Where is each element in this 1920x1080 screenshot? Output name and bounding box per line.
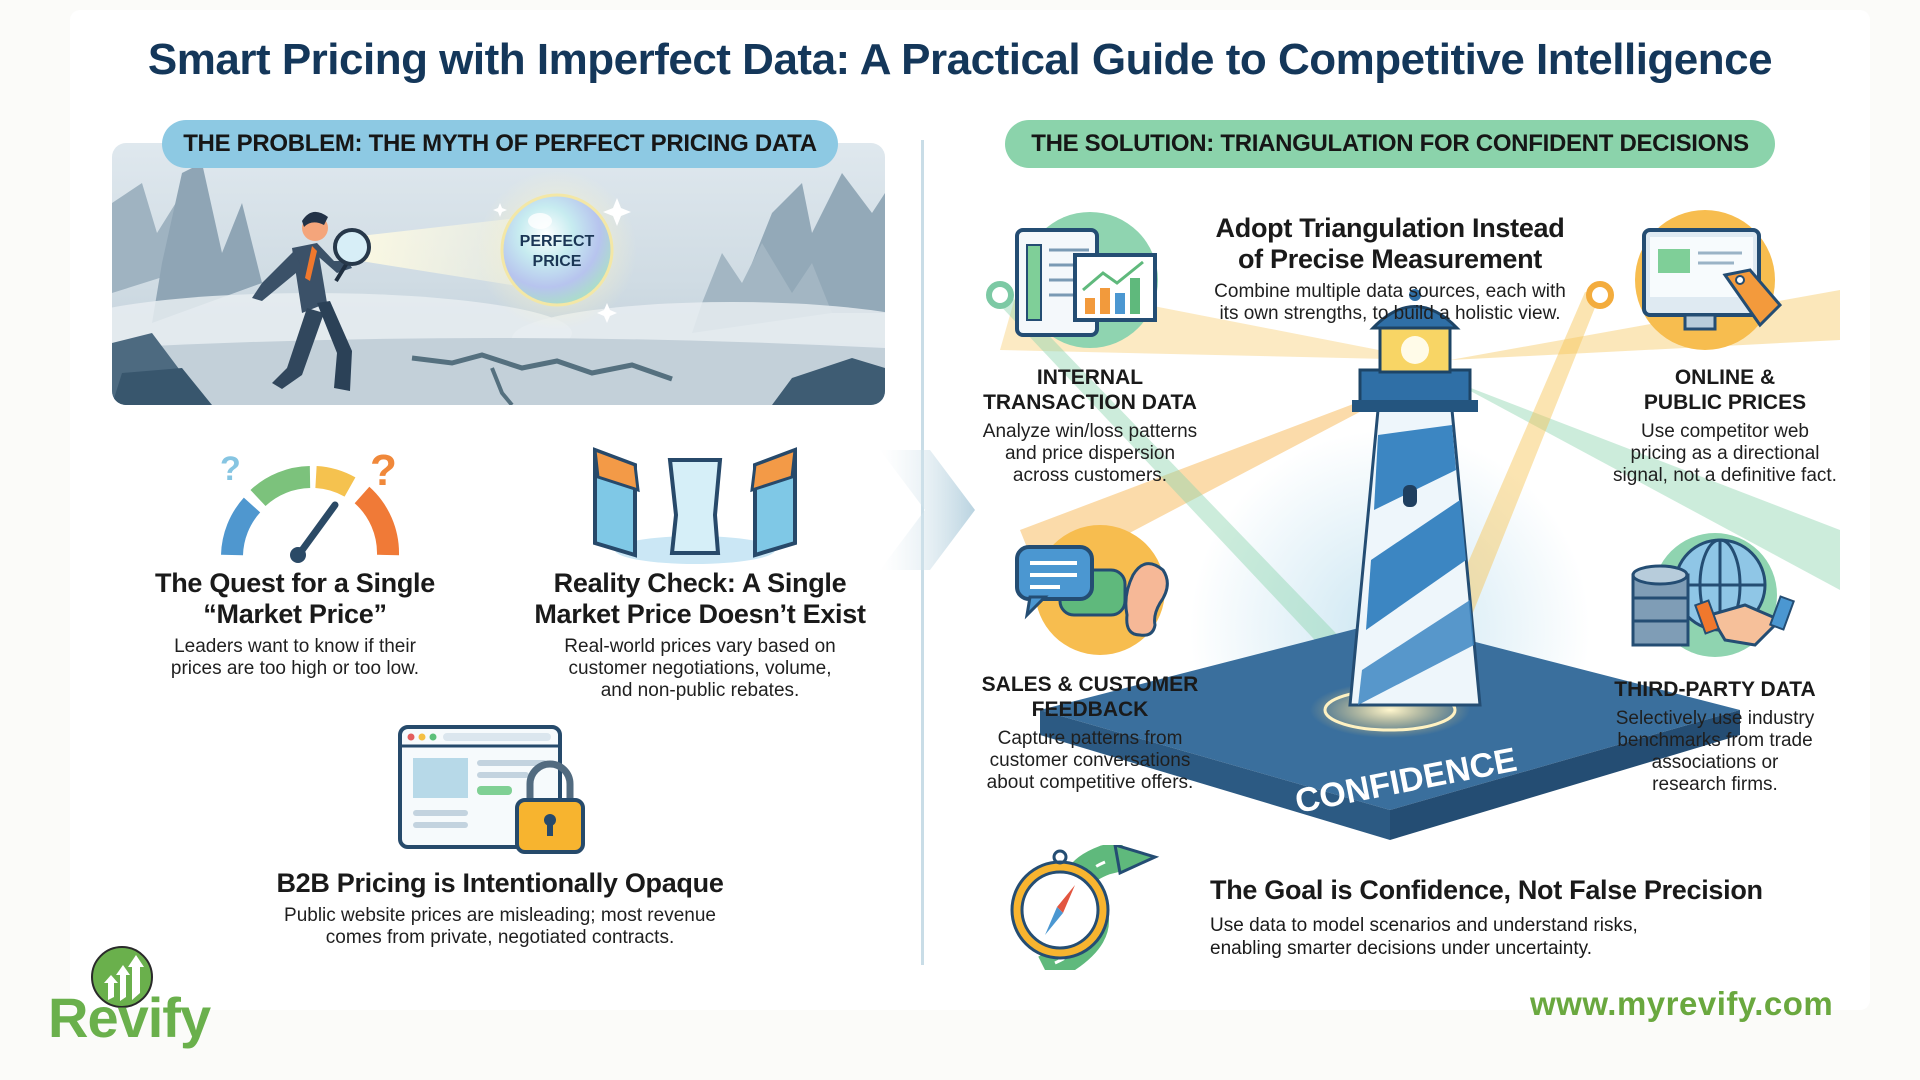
report-chart-icon	[1015, 212, 1158, 348]
website-url-link[interactable]: www.myrevify.com	[1530, 985, 1834, 1022]
foggy-landscape-scene: PERFECT PRICE	[112, 163, 885, 405]
fragmented-storefronts-icon	[593, 447, 797, 564]
orb-label-line1: PERFECT	[520, 233, 595, 250]
chat-ear-icon	[1015, 525, 1169, 655]
quest-single-market-price-block: The Quest for a Single“Market Price” Lea…	[120, 568, 470, 680]
third-party-data-block: THIRD-PARTY DATA Selectively use industr…	[1590, 677, 1840, 796]
triangulation-intro-description: Combine multiple data sources, each with…	[1214, 281, 1566, 324]
online-public-prices-title: ONLINE &PUBLIC PRICES	[1643, 366, 1807, 414]
locked-browser-icon	[398, 725, 585, 854]
revify-brand-name: Revify	[48, 986, 211, 1049]
monitor-price-tag-icon	[1635, 210, 1783, 350]
hero-illustration-search-perfect-price: PERFECT PRICE	[112, 143, 885, 405]
b2b-opaque-description: Public website prices are misleading; mo…	[284, 905, 716, 948]
svg-text:?: ?	[370, 446, 397, 495]
problem-to-solution-arrow-icon	[880, 450, 975, 570]
b2b-opaque-pricing-block: B2B Pricing is Intentionally Opaque Publ…	[230, 868, 770, 949]
orb-label-line2: PRICE	[533, 253, 582, 270]
compass-road-icon	[1010, 845, 1160, 970]
goal-title: The Goal is Confidence, Not False Precis…	[1210, 875, 1763, 905]
solution-section-header: THE SOLUTION: TRIANGULATION FOR CONFIDEN…	[1005, 120, 1775, 168]
revify-logo-arrows-icon	[91, 946, 153, 1008]
goal-confidence-block: The Goal is Confidence, Not False Precis…	[1210, 875, 1850, 960]
page-title: Smart Pricing with Imperfect Data: A Pra…	[147, 35, 1773, 84]
quest-title: The Quest for a Single“Market Price”	[155, 568, 435, 629]
problem-section-header: THE PROBLEM: THE MYTH OF PERFECT PRICING…	[162, 120, 838, 168]
b2b-opaque-title: B2B Pricing is Intentionally Opaque	[276, 868, 724, 898]
broken-gauge-icon: ? ?	[220, 446, 399, 563]
third-party-title: THIRD-PARTY DATA	[1614, 678, 1816, 701]
database-globe-handshake-icon	[1631, 533, 1795, 657]
businessman-figure	[252, 211, 371, 391]
online-public-prices-block: ONLINE &PUBLIC PRICES Use competitor web…	[1600, 365, 1850, 487]
svg-text:?: ?	[220, 450, 241, 488]
goal-description: Use data to model scenarios and understa…	[1210, 915, 1638, 959]
